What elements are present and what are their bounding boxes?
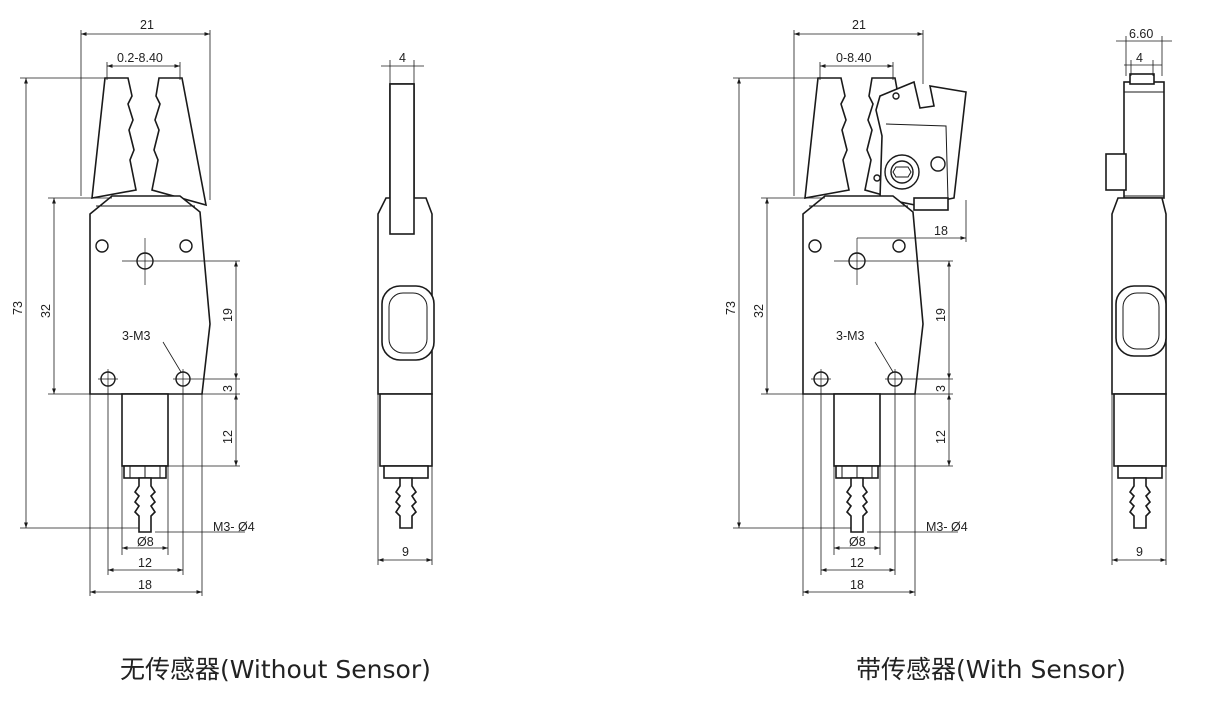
label-port: M3- Ø4	[213, 520, 255, 534]
dim-sensor-offset: 18	[934, 224, 948, 238]
dim-cylinder-diameter: Ø8	[849, 535, 866, 549]
dim-cylinder-length: 12	[934, 430, 948, 444]
caption-without-sensor: 无传感器(Without Sensor)	[120, 655, 431, 684]
sensor-bracket	[875, 80, 967, 209]
sensor-foot	[913, 197, 949, 211]
label-thread: 3-M3	[122, 329, 151, 343]
sensor-connector	[1105, 153, 1127, 191]
dim-jaw-stroke: 0-8.40	[836, 51, 871, 65]
barb-fitting	[845, 477, 869, 533]
technical-drawing: 21 0.2-8.40 73 32 19 3 12 3-M3 M3- Ø4	[11, 18, 1172, 596]
cylinder-side	[1113, 393, 1167, 467]
slot	[1115, 285, 1167, 357]
gripper-body	[802, 195, 924, 395]
dim-cylinder-length: 12	[221, 430, 235, 444]
cylinder-side	[379, 393, 433, 467]
dim-overall-width: 21	[140, 18, 154, 32]
caption-with-sensor: 带传感器(With Sensor)	[856, 655, 1126, 684]
label-port: M3- Ø4	[926, 520, 968, 534]
dim-hole-offset: 3	[221, 385, 235, 392]
dim-jaw-stroke: 0.2-8.40	[117, 51, 163, 65]
dim-body-height: 32	[752, 304, 766, 318]
dim-base-inner: 12	[138, 556, 152, 570]
dim-side-top-width-outer: 6.60	[1129, 27, 1153, 41]
sensor-pin	[892, 92, 900, 100]
right-jaw	[151, 77, 208, 207]
left-jaw	[91, 77, 137, 199]
dim-overall-height: 73	[724, 301, 738, 315]
gripper-front-view-left: 21 0.2-8.40 73 32 19 3 12 3-M3 M3- Ø4	[11, 18, 255, 596]
cylinder	[833, 393, 881, 467]
dim-side-top-width: 4	[1136, 51, 1143, 65]
gripper-body	[89, 195, 211, 395]
gripper-side-view-right: 6.60 4 9	[1105, 27, 1172, 565]
dim-overall-width: 21	[852, 18, 866, 32]
dim-hole-spacing: 19	[934, 308, 948, 322]
sensor-side	[1123, 81, 1165, 199]
dim-cylinder-diameter: Ø8	[137, 535, 154, 549]
gripper-front-view-right: 21 0-8.40 18 73 32 19 3 12 3-M3	[724, 18, 968, 596]
sensor-cap	[1129, 73, 1155, 85]
mount-hole	[95, 239, 109, 253]
dim-side-top-width: 4	[399, 51, 406, 65]
slot	[381, 285, 435, 361]
label-thread: 3-M3	[836, 329, 865, 343]
barb-fitting	[133, 477, 157, 533]
sensor-hole	[930, 156, 946, 172]
left-jaw	[804, 77, 850, 199]
dim-overall-height: 73	[11, 301, 25, 315]
dim-side-bottom-width: 9	[1136, 545, 1143, 559]
dim-side-bottom-width: 9	[402, 545, 409, 559]
mount-hole	[179, 239, 193, 253]
dim-body-height: 32	[39, 304, 53, 318]
dim-base-width: 18	[138, 578, 152, 592]
gripper-side-view-left: 4 9	[377, 51, 435, 565]
dim-base-width: 18	[850, 578, 864, 592]
dim-base-inner: 12	[850, 556, 864, 570]
mount-hole	[808, 239, 822, 253]
mount-hole	[892, 239, 906, 253]
cylinder	[121, 393, 169, 467]
dim-hole-spacing: 19	[221, 308, 235, 322]
dim-hole-offset: 3	[934, 385, 948, 392]
